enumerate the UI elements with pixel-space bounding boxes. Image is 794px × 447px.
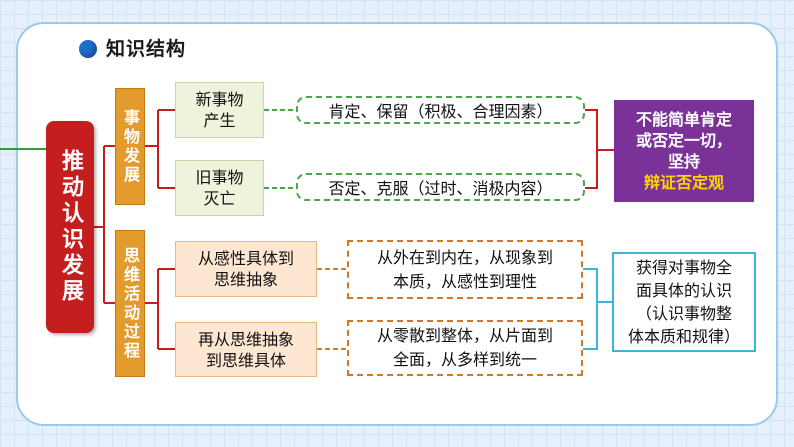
summary-line1: 不能简单肯定 [635, 110, 732, 129]
node-new-things-label: 新事物 产生 [195, 90, 244, 130]
bullet-dot-icon [79, 40, 97, 58]
node-old-things-label: 旧事物 灭亡 [195, 168, 244, 208]
node-perceptual-to-abstract: 从感性具体到 思维抽象 [175, 241, 317, 297]
summary-line2: 或否定一切， [635, 131, 732, 150]
page-title: 知识结构 [106, 38, 187, 60]
detail-scattered-to-whole: 从零散到整体，从片面到 全面，从多样到统一 [347, 320, 583, 376]
detail-scattered-to-whole-text: 从零散到整体，从片面到 全面，从多样到统一 [376, 326, 553, 369]
node-abstract-to-concrete: 再从思维抽象 到思维具体 [175, 322, 317, 377]
node-perceptual-to-abstract-label: 从感性具体到 思维抽象 [197, 249, 294, 289]
summary-comprehensive-knowledge: 获得对事物全 面具体的认识 （认识事物整 体本质和规律） [612, 252, 756, 352]
summary-line3: 坚持 [667, 152, 700, 171]
summary-dialectical-negation: 不能简单肯定 或否定一切， 坚持 辩证否定观 [614, 100, 754, 202]
detail-external-to-internal-text: 从外在到内在，从现象到 本质，从感性到理性 [376, 247, 553, 291]
detail-external-to-internal: 从外在到内在，从现象到 本质，从感性到理性 [347, 240, 583, 299]
detail-affirm: 肯定、保留（积极、合理因素） [296, 96, 585, 124]
node-old-things: 旧事物 灭亡 [175, 160, 264, 216]
summary-comprehensive-knowledge-text: 获得对事物全 面具体的认识 （认识事物整 体本质和规律） [627, 258, 740, 346]
detail-negate: 否定、克服（过时、消极内容） [296, 173, 585, 201]
category-development: 事物发展 [115, 88, 145, 205]
node-new-things: 新事物 产生 [175, 82, 264, 138]
node-abstract-to-concrete-label: 再从思维抽象 到思维具体 [197, 329, 294, 370]
category-thinking-process: 思维活动过程 [115, 230, 145, 377]
root-node: 推动认识发展 [46, 121, 94, 333]
summary-highlight: 辩证否定观 [643, 173, 724, 192]
